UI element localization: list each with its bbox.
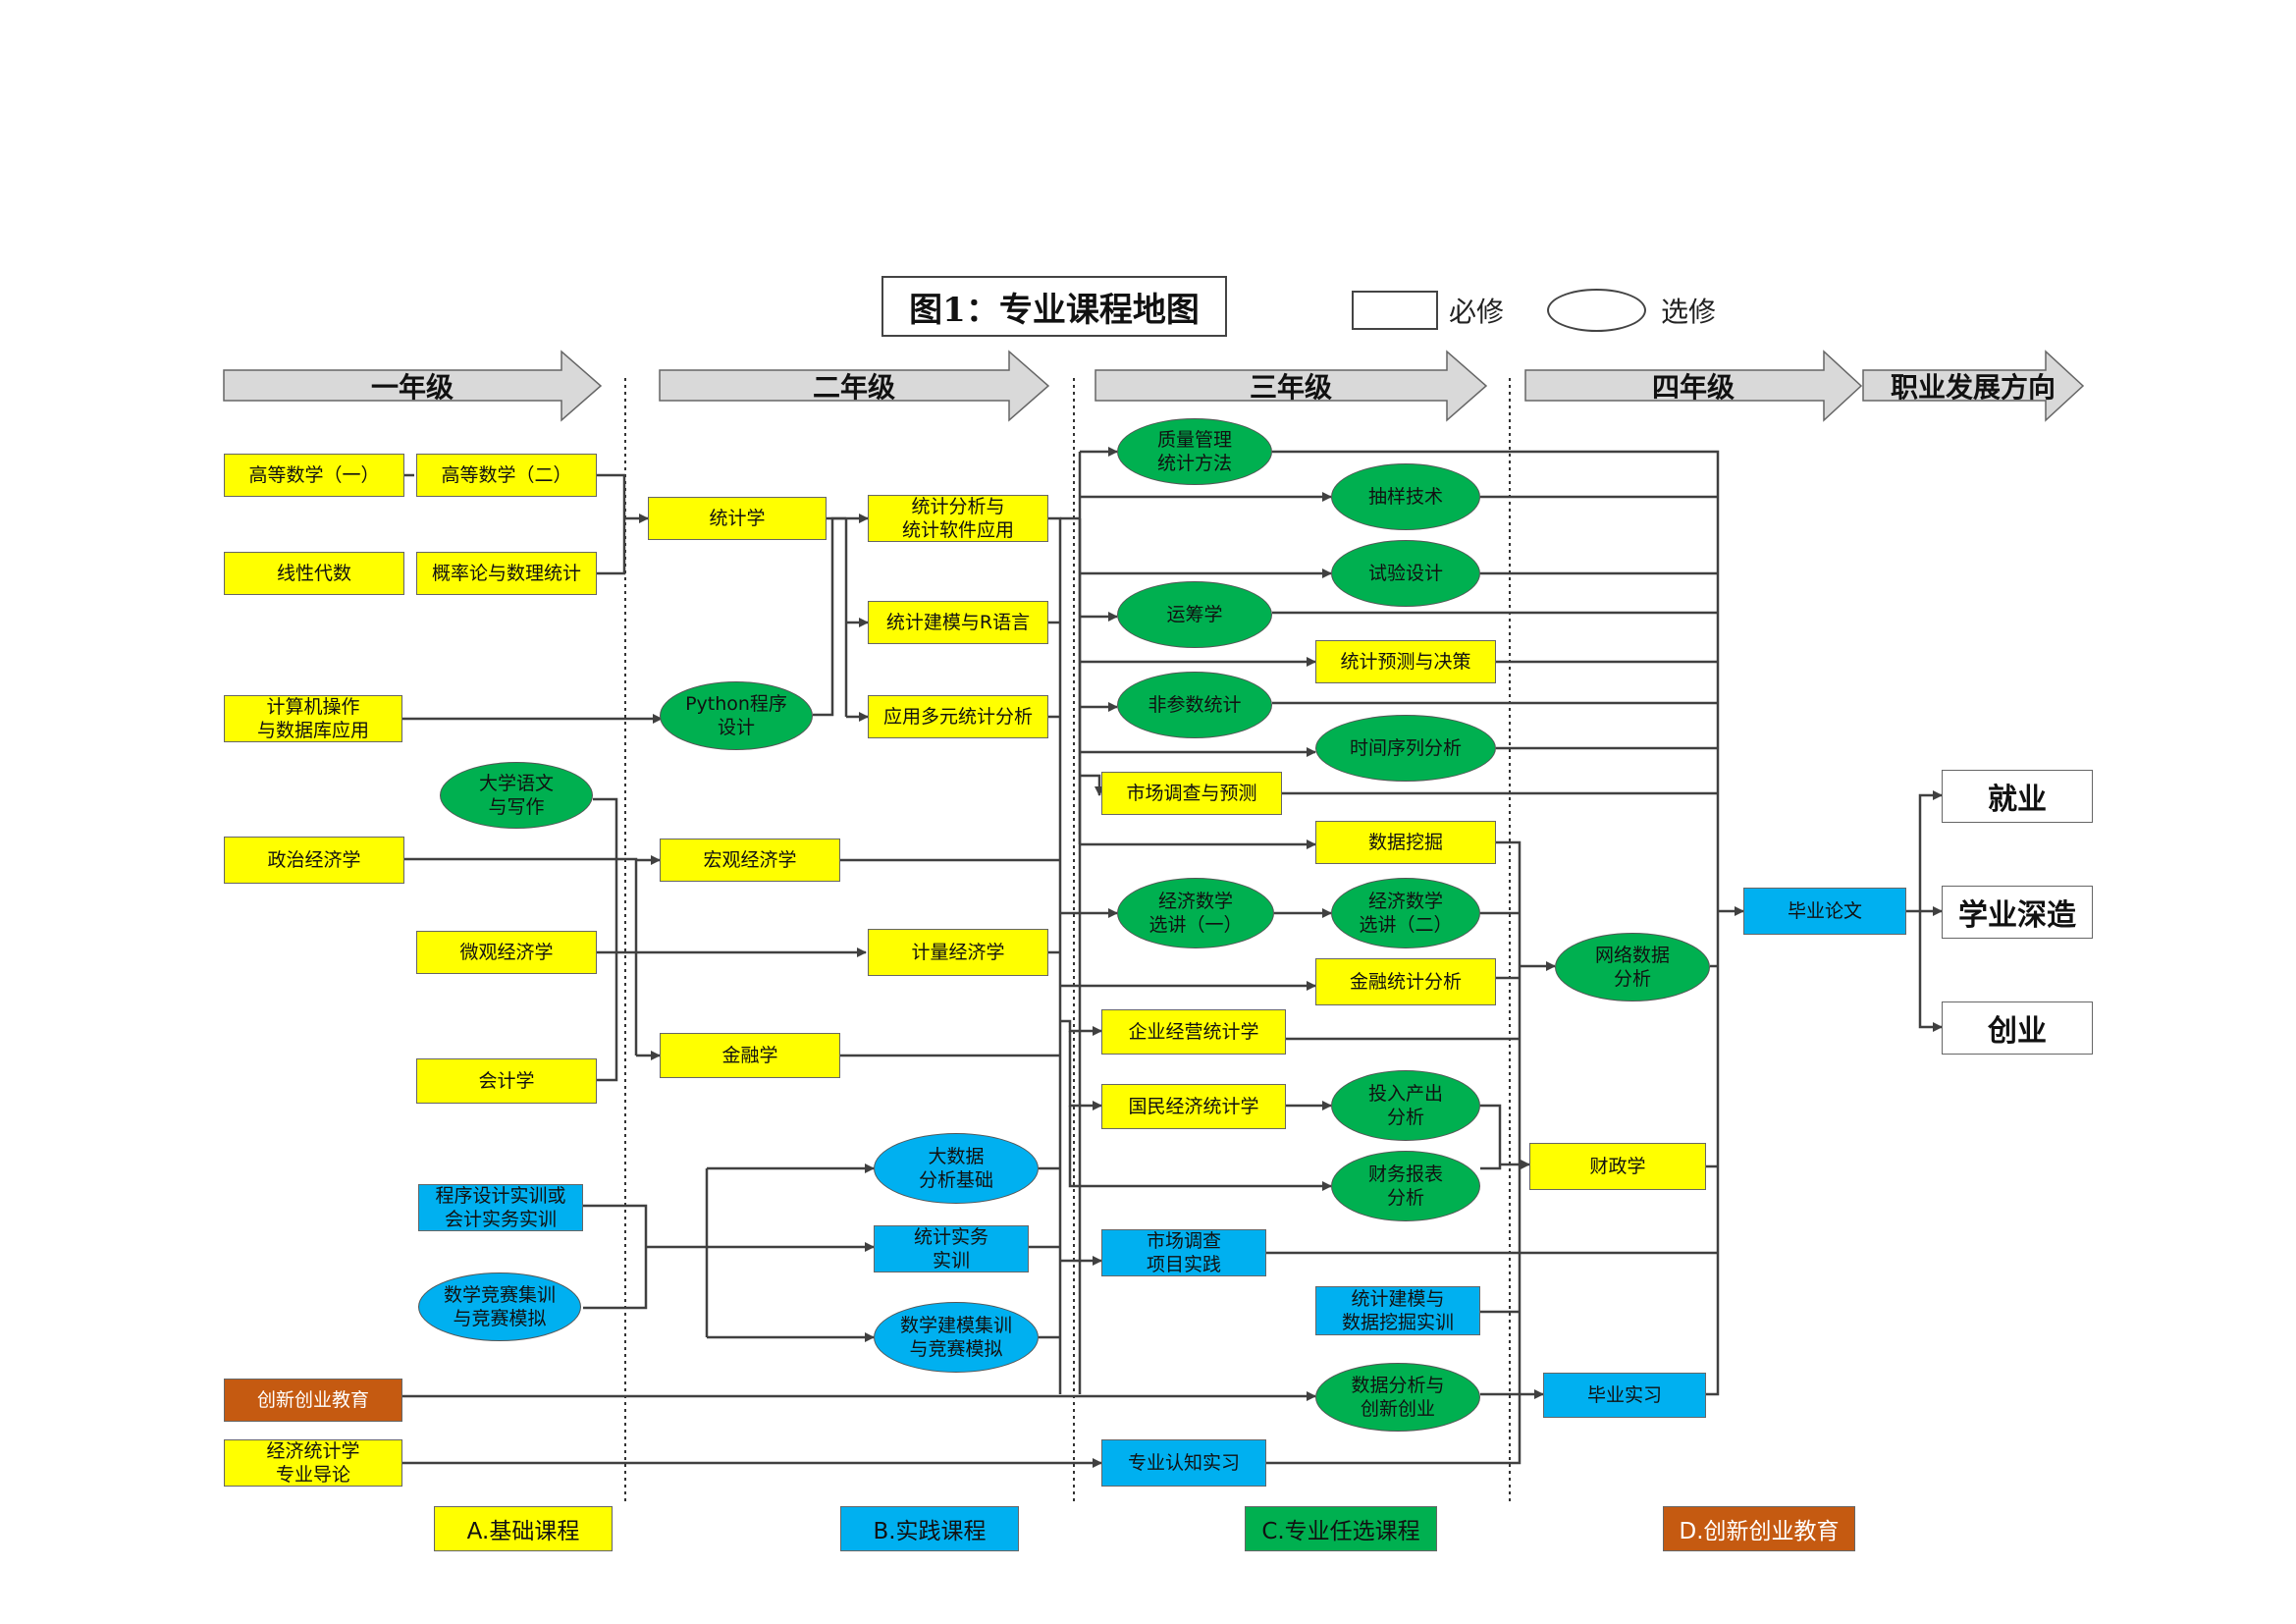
legend-elective-label: 选修 <box>1661 296 1717 328</box>
legend-required-label: 必修 <box>1449 296 1505 328</box>
course-node: 计算机操作 与数据库应用 <box>224 695 402 742</box>
course-node: 市场调查 项目实践 <box>1101 1229 1266 1276</box>
diagram-title: 图1：专业课程地图 <box>881 276 1227 337</box>
course-node: 计量经济学 <box>868 929 1048 976</box>
banner-year1-shape <box>223 350 603 422</box>
course-node: 时间序列分析 <box>1315 715 1496 782</box>
banner-year2-shape <box>659 350 1050 422</box>
category-elective: C.专业任选课程 <box>1245 1506 1437 1551</box>
course-node: 国民经济统计学 <box>1101 1084 1286 1129</box>
course-node: 线性代数 <box>224 552 404 595</box>
course-node: 企业经营统计学 <box>1101 1009 1286 1055</box>
outcome-further-study: 学业深造 <box>1942 886 2093 939</box>
outcome-entrepreneurship: 创业 <box>1942 1001 2093 1055</box>
course-node: 宏观经济学 <box>660 839 840 882</box>
banner-career-shape <box>1862 350 2085 422</box>
course-node: 高等数学（一） <box>224 454 404 497</box>
course-node: 会计学 <box>416 1058 597 1104</box>
course-node: 经济统计学 专业导论 <box>224 1439 402 1487</box>
course-node: 数据挖掘 <box>1315 821 1496 864</box>
course-node: 创新创业教育 <box>224 1379 402 1422</box>
course-node: 高等数学（二） <box>416 454 597 497</box>
course-node: 抽样技术 <box>1331 463 1480 530</box>
course-node: 数学竞赛集训 与竞赛模拟 <box>418 1272 581 1341</box>
course-node: 毕业实习 <box>1543 1373 1706 1418</box>
course-node: 财政学 <box>1529 1143 1706 1190</box>
category-basic: A.基础课程 <box>434 1506 613 1551</box>
course-node: 网络数据 分析 <box>1555 933 1710 1001</box>
course-node: 质量管理 统计方法 <box>1117 418 1272 485</box>
course-node: 统计建模与R语言 <box>868 601 1048 644</box>
course-node: 统计分析与 统计软件应用 <box>868 495 1048 542</box>
connector-lines <box>402 447 1943 1468</box>
course-node: 统计实务 实训 <box>874 1225 1029 1272</box>
legend-elective-swatch <box>1547 289 1646 332</box>
course-node: 专业认知实习 <box>1101 1439 1266 1487</box>
course-node: 市场调查与预测 <box>1101 772 1282 815</box>
outcome-employment: 就业 <box>1942 770 2093 823</box>
year-banners <box>223 350 2085 422</box>
course-node: 微观经济学 <box>416 931 597 974</box>
course-node: 统计建模与 数据挖掘实训 <box>1315 1286 1480 1335</box>
course-node: 经济数学 选讲（一） <box>1117 878 1274 948</box>
course-node: 经济数学 选讲（二） <box>1331 878 1480 948</box>
course-node: 政治经济学 <box>224 837 404 884</box>
category-practice: B.实践课程 <box>840 1506 1019 1551</box>
course-node: 应用多元统计分析 <box>868 695 1048 738</box>
course-node: 金融统计分析 <box>1315 958 1496 1005</box>
course-node: 非参数统计 <box>1117 672 1272 738</box>
course-node: 数据分析与 创新创业 <box>1315 1363 1480 1432</box>
course-node: 运筹学 <box>1117 581 1272 648</box>
course-node: 投入产出 分析 <box>1331 1070 1480 1141</box>
course-node: 大学语文 与写作 <box>440 762 593 829</box>
legend-required-swatch <box>1352 291 1438 330</box>
course-node: 财务报表 分析 <box>1331 1151 1480 1221</box>
course-node: 数学建模集训 与竞赛模拟 <box>874 1302 1039 1373</box>
banner-year4-shape <box>1524 350 1863 422</box>
course-node: 统计预测与决策 <box>1315 640 1496 683</box>
course-node: 金融学 <box>660 1033 840 1078</box>
course-node: 概率论与数理统计 <box>416 552 597 595</box>
banner-year3-shape <box>1095 350 1488 422</box>
course-node: 大数据 分析基础 <box>874 1133 1039 1204</box>
course-node: 统计学 <box>648 497 827 540</box>
course-node: Python程序 设计 <box>660 681 813 750</box>
course-node: 试验设计 <box>1331 540 1480 607</box>
course-node: 毕业论文 <box>1743 888 1906 935</box>
category-innovation: D.创新创业教育 <box>1663 1506 1855 1551</box>
course-node: 程序设计实训或 会计实务实训 <box>418 1184 583 1231</box>
